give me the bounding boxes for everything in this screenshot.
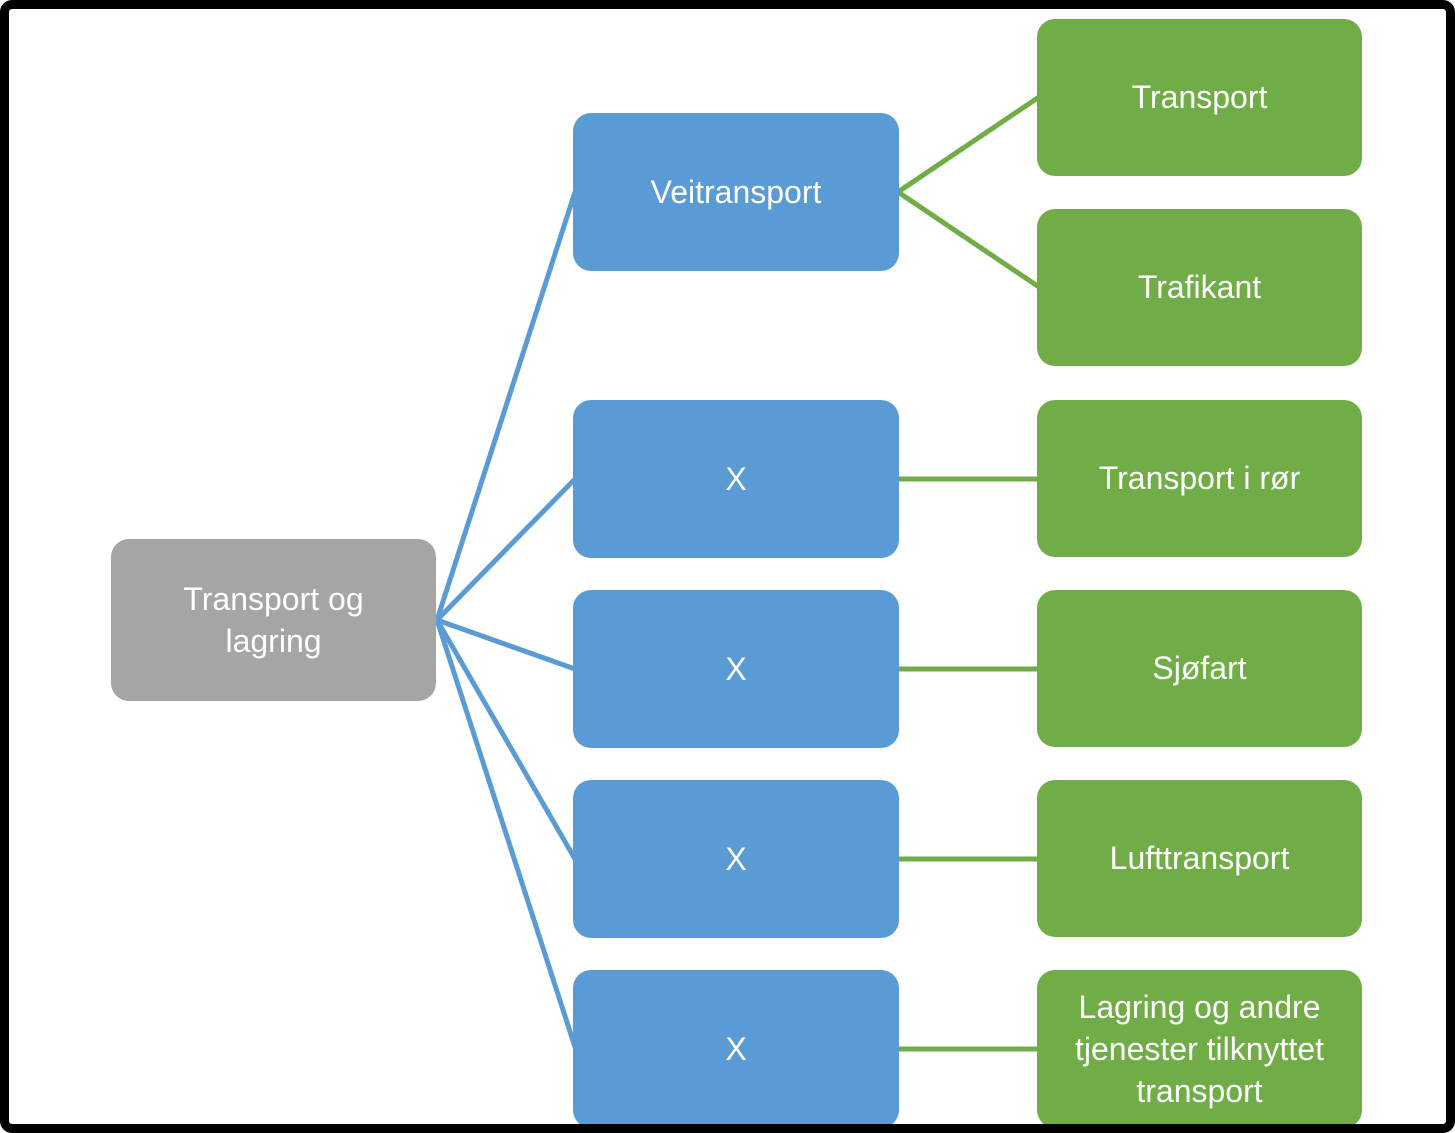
mid-node-x-2: X xyxy=(573,590,899,748)
mid-node-x-3: X xyxy=(573,780,899,938)
leaf-node-label: Transport i rør xyxy=(1098,460,1301,497)
leaf-node-label: Lufttransport xyxy=(1109,840,1290,877)
mid-node-label: X xyxy=(725,1030,747,1067)
connector-layer xyxy=(434,94,1041,1052)
leaf-node-transport: Transport xyxy=(1037,19,1362,176)
root-node-label: Transport og lagring xyxy=(183,580,364,659)
mid-node-x-1: X xyxy=(573,400,899,558)
mid-node-label: X xyxy=(725,460,747,497)
leaf-node-sjofart: Sjøfart xyxy=(1037,590,1362,747)
leaf-node-label: Trafikant xyxy=(1137,269,1262,306)
connector-root-to-x2 xyxy=(436,617,576,672)
leaf-node-lufttransport: Lufttransport xyxy=(1037,780,1362,937)
root-node-transport-og-lagring: Transport og lagring xyxy=(111,539,436,701)
leaf-node-label: Transport xyxy=(1131,79,1268,116)
connector-root-to-x1 xyxy=(435,477,577,622)
connector-root-to-veitransport xyxy=(434,191,578,621)
leaf-node-label: Sjøfart xyxy=(1152,650,1247,687)
leaf-node-lagring-og-andre-tjenester: Lagring og andre tjenester tilknyttet tr… xyxy=(1037,970,1362,1124)
connector-root-to-x4 xyxy=(434,619,578,1048)
connector-veitransport-to-trafikant xyxy=(896,189,1041,290)
mid-node-label: X xyxy=(725,650,747,687)
leaf-node-trafikant: Trafikant xyxy=(1037,209,1362,366)
mid-node-label: Veitransport xyxy=(650,173,822,210)
leaf-node-transport-i-ror: Transport i rør xyxy=(1037,400,1362,557)
connector-root-to-x3 xyxy=(434,618,578,861)
mid-node-veitransport: Veitransport xyxy=(573,113,899,271)
mid-node-x-4: X xyxy=(573,970,899,1124)
leaf-node-label: Lagring og andre tjenester tilknyttet tr… xyxy=(1075,988,1324,1110)
connector-veitransport-to-transport xyxy=(896,94,1041,195)
mid-node-label: X xyxy=(725,840,747,877)
